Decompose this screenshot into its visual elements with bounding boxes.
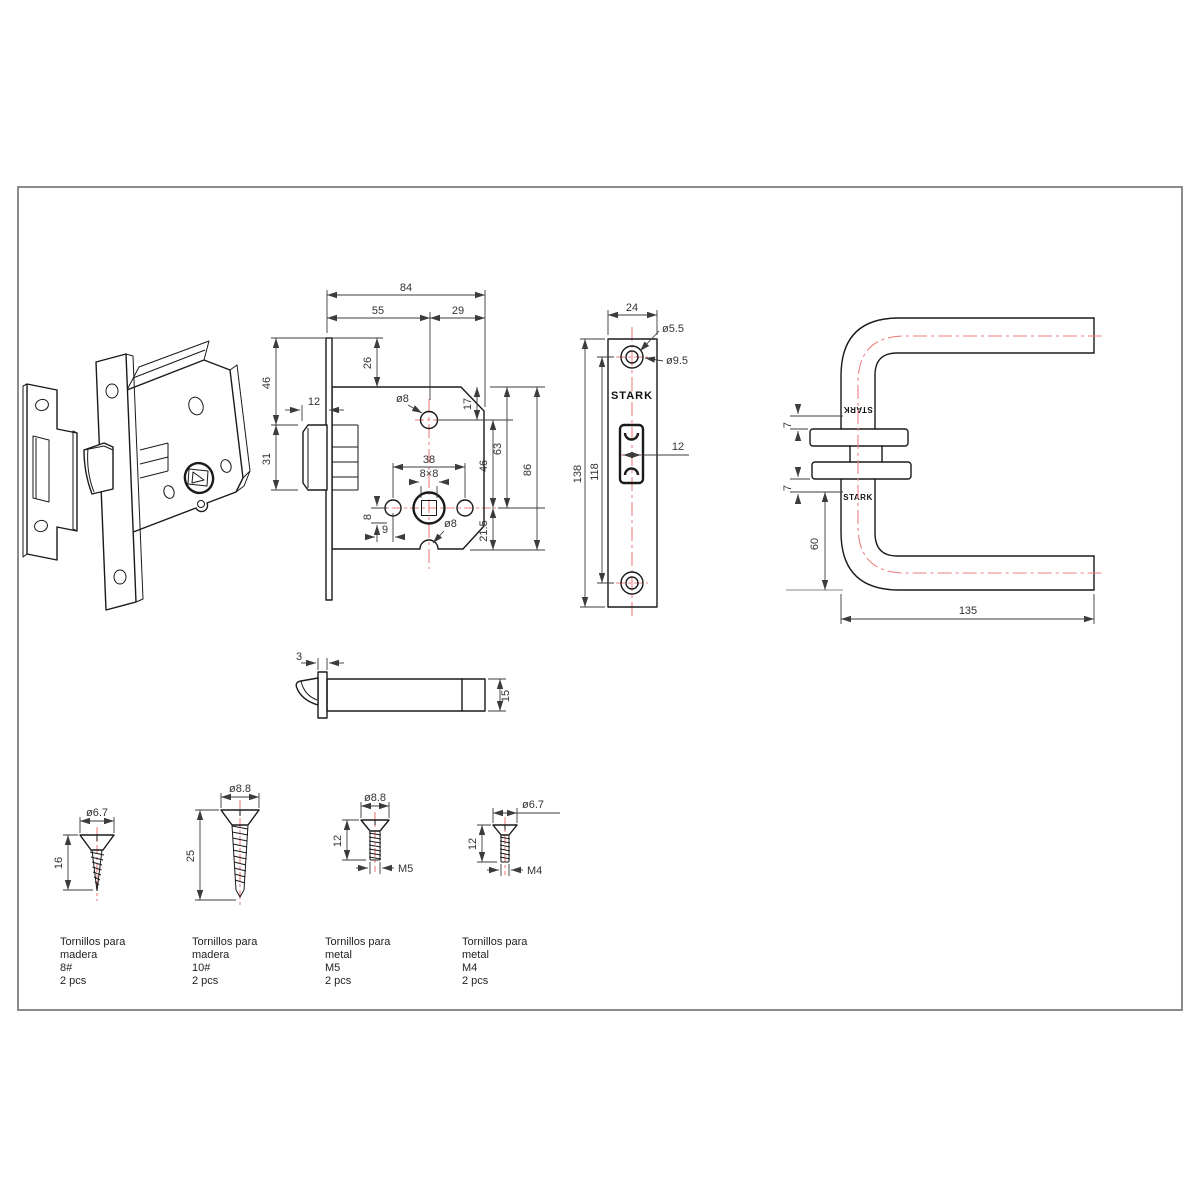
dim-46-left: 46	[261, 377, 273, 389]
dim-7-bottom: 7	[782, 485, 794, 491]
latch-front	[302, 424, 328, 491]
dim-63: 63	[492, 443, 504, 455]
label-top-hole-dia: ø8	[396, 393, 409, 405]
spindle-head	[295, 677, 319, 706]
screw4-thread: M4	[527, 865, 542, 877]
dim-21-5: 21.5	[478, 520, 490, 541]
screw1-label-4: 2 pcs	[60, 975, 87, 987]
screw-wood-8: ø6.7 16 Tornillos para madera 8# 2 pcs	[53, 807, 126, 987]
screw2-label-2: madera	[192, 949, 230, 961]
screw1-label-1: Tornillos para	[60, 936, 126, 948]
screw4-label-4: 2 pcs	[462, 975, 489, 987]
screw2-label-3: 10#	[192, 962, 211, 974]
spindle-square-hole	[421, 500, 437, 516]
screw-wood-10: ø8.8 25 Tornillos para madera 10# 2 pcs	[185, 783, 260, 987]
iso-strike-plate	[22, 383, 78, 561]
dim-60: 60	[809, 538, 821, 550]
screw-metal-m4: ø6.7 12 M4 Tornillos para metal M4 2 pcs	[462, 799, 560, 987]
dim-15: 15	[500, 690, 512, 702]
isometric-lock-view	[22, 340, 251, 611]
handle-bottom-outer	[840, 478, 1095, 591]
strike-plate-view: STARK 24 ø5.5 ø9.5 138 118 12	[572, 302, 689, 619]
screw4-head-dia: ø6.7	[522, 799, 544, 811]
handle-bottom-inner	[874, 478, 1095, 557]
spindle-flange	[317, 671, 328, 719]
screw-metal-m5: ø8.8 12 M5 Tornillos para metal M5 2 pcs	[325, 792, 413, 987]
dim-8x8: 8×8	[420, 468, 439, 480]
lock-body-outline	[331, 386, 485, 550]
drawing-border	[17, 186, 1183, 1011]
dim-8: 8	[362, 514, 374, 520]
handle-top-outer	[840, 317, 1095, 430]
dim-26: 26	[362, 357, 374, 369]
iso-faceplate	[95, 353, 144, 611]
screw4-label-2: metal	[462, 949, 489, 961]
dim-55: 55	[372, 305, 384, 317]
screw2-label-1: Tornillos para	[192, 936, 258, 948]
screw1-label-3: 8#	[60, 962, 73, 974]
dim-24: 24	[626, 302, 638, 314]
dim-118: 118	[589, 463, 601, 481]
strike-brand: STARK	[611, 390, 653, 402]
spindle-view: 3 15	[295, 651, 512, 719]
dim-84: 84	[400, 282, 412, 294]
lock-body-view: 84 55 29 46 26 12 31 ø8 38 8×8 8 9 ø8 17…	[261, 282, 545, 601]
dim-hole-large: ø9.5	[666, 355, 688, 367]
handle-brand-top: STARK	[843, 405, 872, 414]
handle-view: STARK STARK 7 7 60 135	[782, 317, 1102, 624]
screw1-length: 16	[53, 857, 65, 869]
iso-lock-body	[126, 340, 251, 535]
dim-7-top: 7	[782, 422, 794, 428]
dim-9: 9	[382, 524, 388, 536]
spindle-shaft	[326, 678, 486, 712]
dim-38: 38	[423, 454, 435, 466]
strike-plate-outline	[607, 338, 658, 608]
dim-29: 29	[452, 305, 464, 317]
dim-hole-small: ø5.5	[662, 323, 684, 335]
dim-135: 135	[959, 605, 977, 617]
screw1-head-dia: ø6.7	[86, 807, 108, 819]
dim-138: 138	[572, 465, 584, 483]
screw4-length: 12	[467, 838, 479, 850]
dim-17: 17	[462, 398, 474, 410]
label-notch-dia: ø8	[444, 518, 457, 530]
screw3-head-dia: ø8.8	[364, 792, 386, 804]
screw2-length: 25	[185, 850, 197, 862]
screw2-label-4: 2 pcs	[192, 975, 219, 987]
iso-latch-bolt	[83, 442, 114, 495]
handle-rose-bottom	[811, 461, 912, 480]
screw3-label-4: 2 pcs	[325, 975, 352, 987]
spindle-follower	[412, 491, 446, 525]
strike-slot	[618, 423, 645, 485]
screw4-label-1: Tornillos para	[462, 936, 528, 948]
screw3-length: 12	[332, 835, 344, 847]
dim-46-right: 46	[478, 460, 490, 472]
strike-hole-bottom-inner	[625, 576, 639, 590]
screw3-label-1: Tornillos para	[325, 936, 391, 948]
dim-86: 86	[522, 464, 534, 476]
right-hole	[456, 499, 474, 517]
dim-12-latch: 12	[308, 396, 320, 408]
dim-slot-12: 12	[672, 441, 684, 453]
strike-hole-bottom-outer	[620, 571, 644, 595]
screw1-label-2: madera	[60, 949, 98, 961]
dim-3: 3	[296, 651, 302, 663]
screw4-label-3: M4	[462, 962, 477, 974]
screw2-head-dia: ø8.8	[229, 783, 251, 795]
strike-hole-top-inner	[625, 350, 639, 364]
strike-hole-top-outer	[620, 345, 644, 369]
screw3-thread: M5	[398, 863, 413, 875]
screw3-label-3: M5	[325, 962, 340, 974]
handle-rose-top	[809, 428, 909, 447]
screw3-label-2: metal	[325, 949, 352, 961]
handle-top-inner	[874, 352, 1095, 430]
dim-31: 31	[261, 453, 273, 465]
